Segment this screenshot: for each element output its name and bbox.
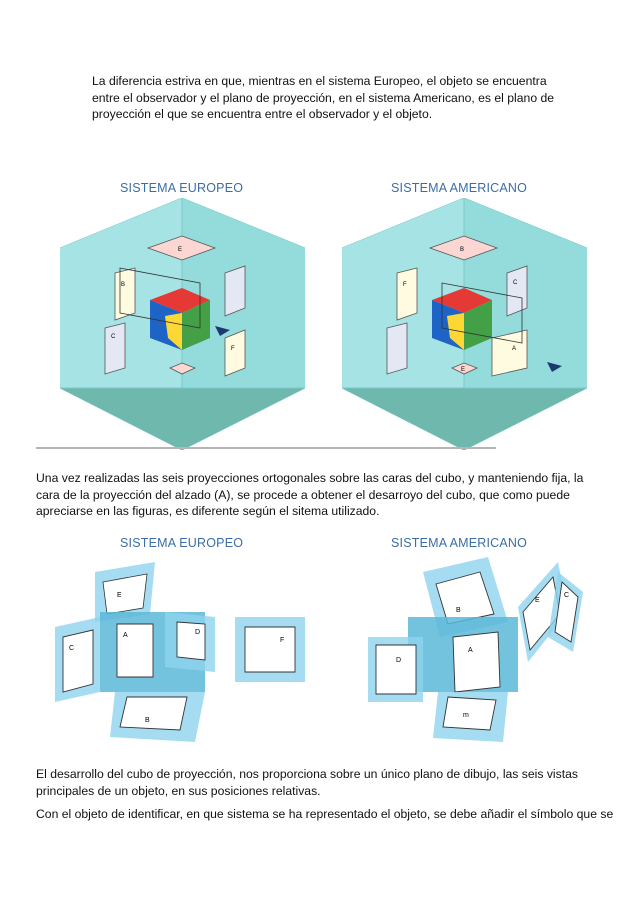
fig1-right-label-a: A	[512, 346, 516, 352]
fig1-right-label-b: B	[460, 247, 464, 253]
european-projection-cube: E B C F	[60, 198, 305, 450]
fig1-right-label-c: C	[513, 280, 518, 286]
fig2-right-label-a: A	[468, 647, 473, 654]
fig2-right-label-e: E	[535, 597, 540, 604]
horizontal-divider	[36, 447, 496, 449]
fig1-right-label-f: F	[403, 282, 407, 288]
american-projection-cube: B F C A E	[342, 198, 587, 450]
figure1-right-caption: SISTEMA AMERICANO	[391, 181, 527, 195]
middle-paragraph: Una vez realizadas las seis proyecciones…	[36, 470, 601, 520]
european-unfolded-cube: E A D F C B	[55, 552, 310, 742]
fig2-left-label-c: C	[69, 645, 74, 652]
fig1-left-label-f: F	[231, 346, 235, 352]
fig2-left-label-a: A	[123, 632, 128, 639]
closing-paragraph-2: Con el objeto de identificar, en que sis…	[36, 806, 616, 823]
fig2-left-label-e: E	[117, 592, 122, 599]
fig2-right-label-m: m	[463, 712, 469, 719]
fig2-left-label-b: B	[145, 717, 150, 724]
fig2-right-label-d: D	[396, 657, 401, 664]
fig2-right-label-c: C	[564, 592, 569, 599]
fig1-left-label-b: B	[121, 282, 125, 288]
fig2-left-label-f: F	[280, 637, 284, 644]
fig1-left-label-e: E	[178, 247, 182, 253]
figure2-left-caption: SISTEMA EUROPEO	[120, 536, 243, 550]
american-unfolded-cube: B D A E C m	[368, 552, 593, 742]
fig2-right-label-b: B	[456, 607, 461, 614]
fig1-left-label-c: C	[111, 334, 116, 340]
closing-paragraph-1: El desarrollo del cubo de proyección, no…	[36, 766, 606, 799]
figure2-right-caption: SISTEMA AMERICANO	[391, 536, 527, 550]
fig1-right-label-e: E	[461, 367, 465, 373]
fig2-left-label-d: D	[195, 629, 200, 636]
intro-paragraph: La diferencia estriva en que, mientras e…	[92, 73, 562, 123]
figure1-left-caption: SISTEMA EUROPEO	[120, 181, 243, 195]
